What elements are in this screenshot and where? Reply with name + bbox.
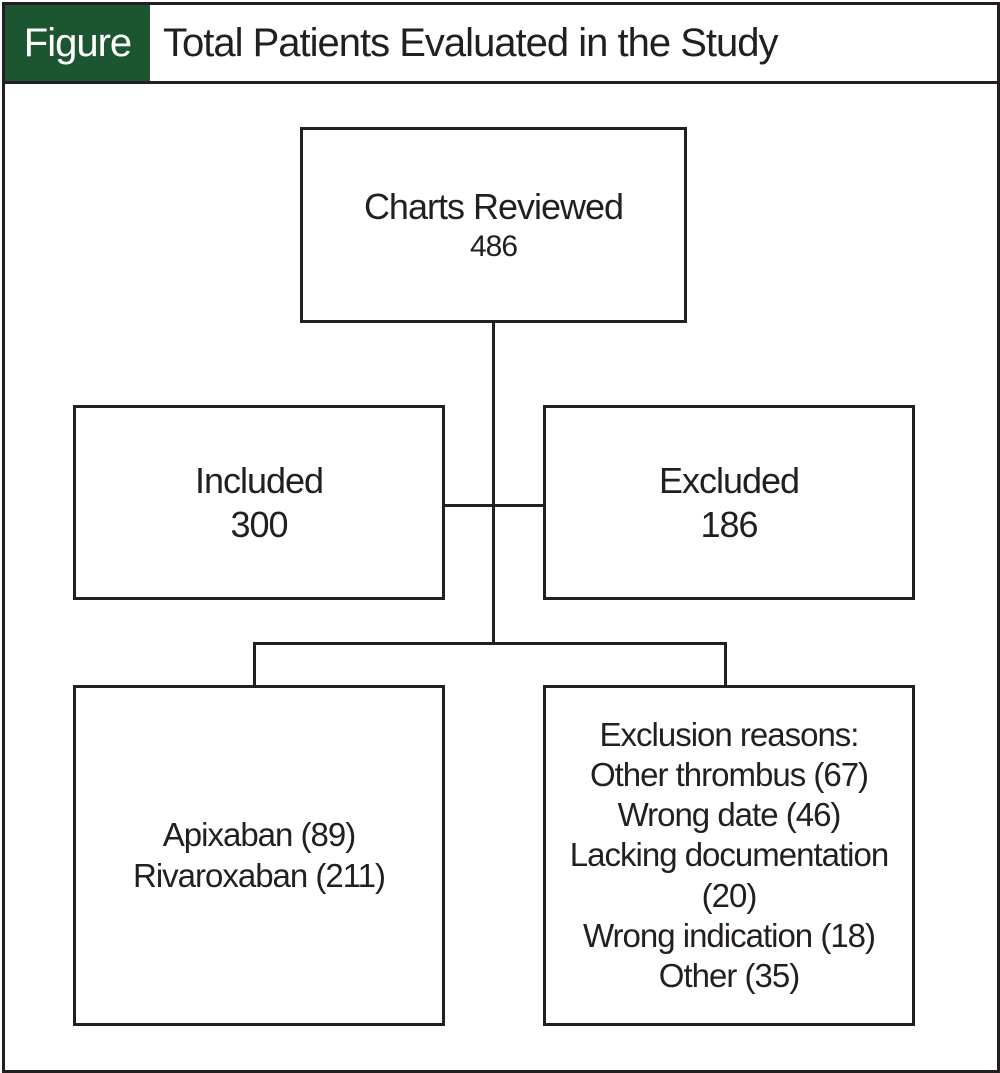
exclusion-reasons-box: Exclusion reasons: Other thrombus (67) W…: [543, 685, 915, 1026]
charts-reviewed-label: Charts Reviewed: [363, 185, 624, 227]
connector-trunk: [492, 321, 495, 643]
exclusion-reasons-heading: Exclusion reasons:: [599, 715, 860, 753]
apixaban-count: Apixaban (89): [162, 816, 356, 854]
reason-lacking-documentation-count: (20): [701, 876, 758, 914]
figure-tag: Figure: [5, 5, 150, 81]
charts-reviewed-box: Charts Reviewed 486: [300, 127, 687, 323]
reason-other: Other (35): [658, 957, 800, 995]
figure-header: Figure Total Patients Evaluated in the S…: [5, 5, 997, 84]
included-label: Included: [194, 459, 324, 501]
connector-branch: [253, 642, 727, 645]
excluded-count: 186: [700, 503, 758, 545]
reason-wrong-date: Wrong date (46): [617, 796, 842, 834]
excluded-label: Excluded: [658, 459, 800, 501]
connector-included-excluded: [444, 504, 544, 507]
charts-reviewed-count: 486: [469, 229, 518, 263]
rivaroxaban-count: Rivaroxaban (211): [132, 856, 386, 894]
connector-right-drop: [724, 642, 727, 687]
included-box: Included 300: [73, 405, 445, 600]
reason-other-thrombus: Other thrombus (67): [589, 755, 869, 793]
excluded-box: Excluded 186: [543, 405, 915, 600]
reason-lacking-documentation: Lacking documentation: [569, 836, 889, 874]
reason-wrong-indication: Wrong indication (18): [582, 916, 876, 954]
connector-left-drop: [253, 642, 256, 687]
included-count: 300: [230, 503, 288, 545]
treatment-box: Apixaban (89) Rivaroxaban (211): [73, 685, 445, 1026]
figure-title: Total Patients Evaluated in the Study: [163, 20, 779, 65]
